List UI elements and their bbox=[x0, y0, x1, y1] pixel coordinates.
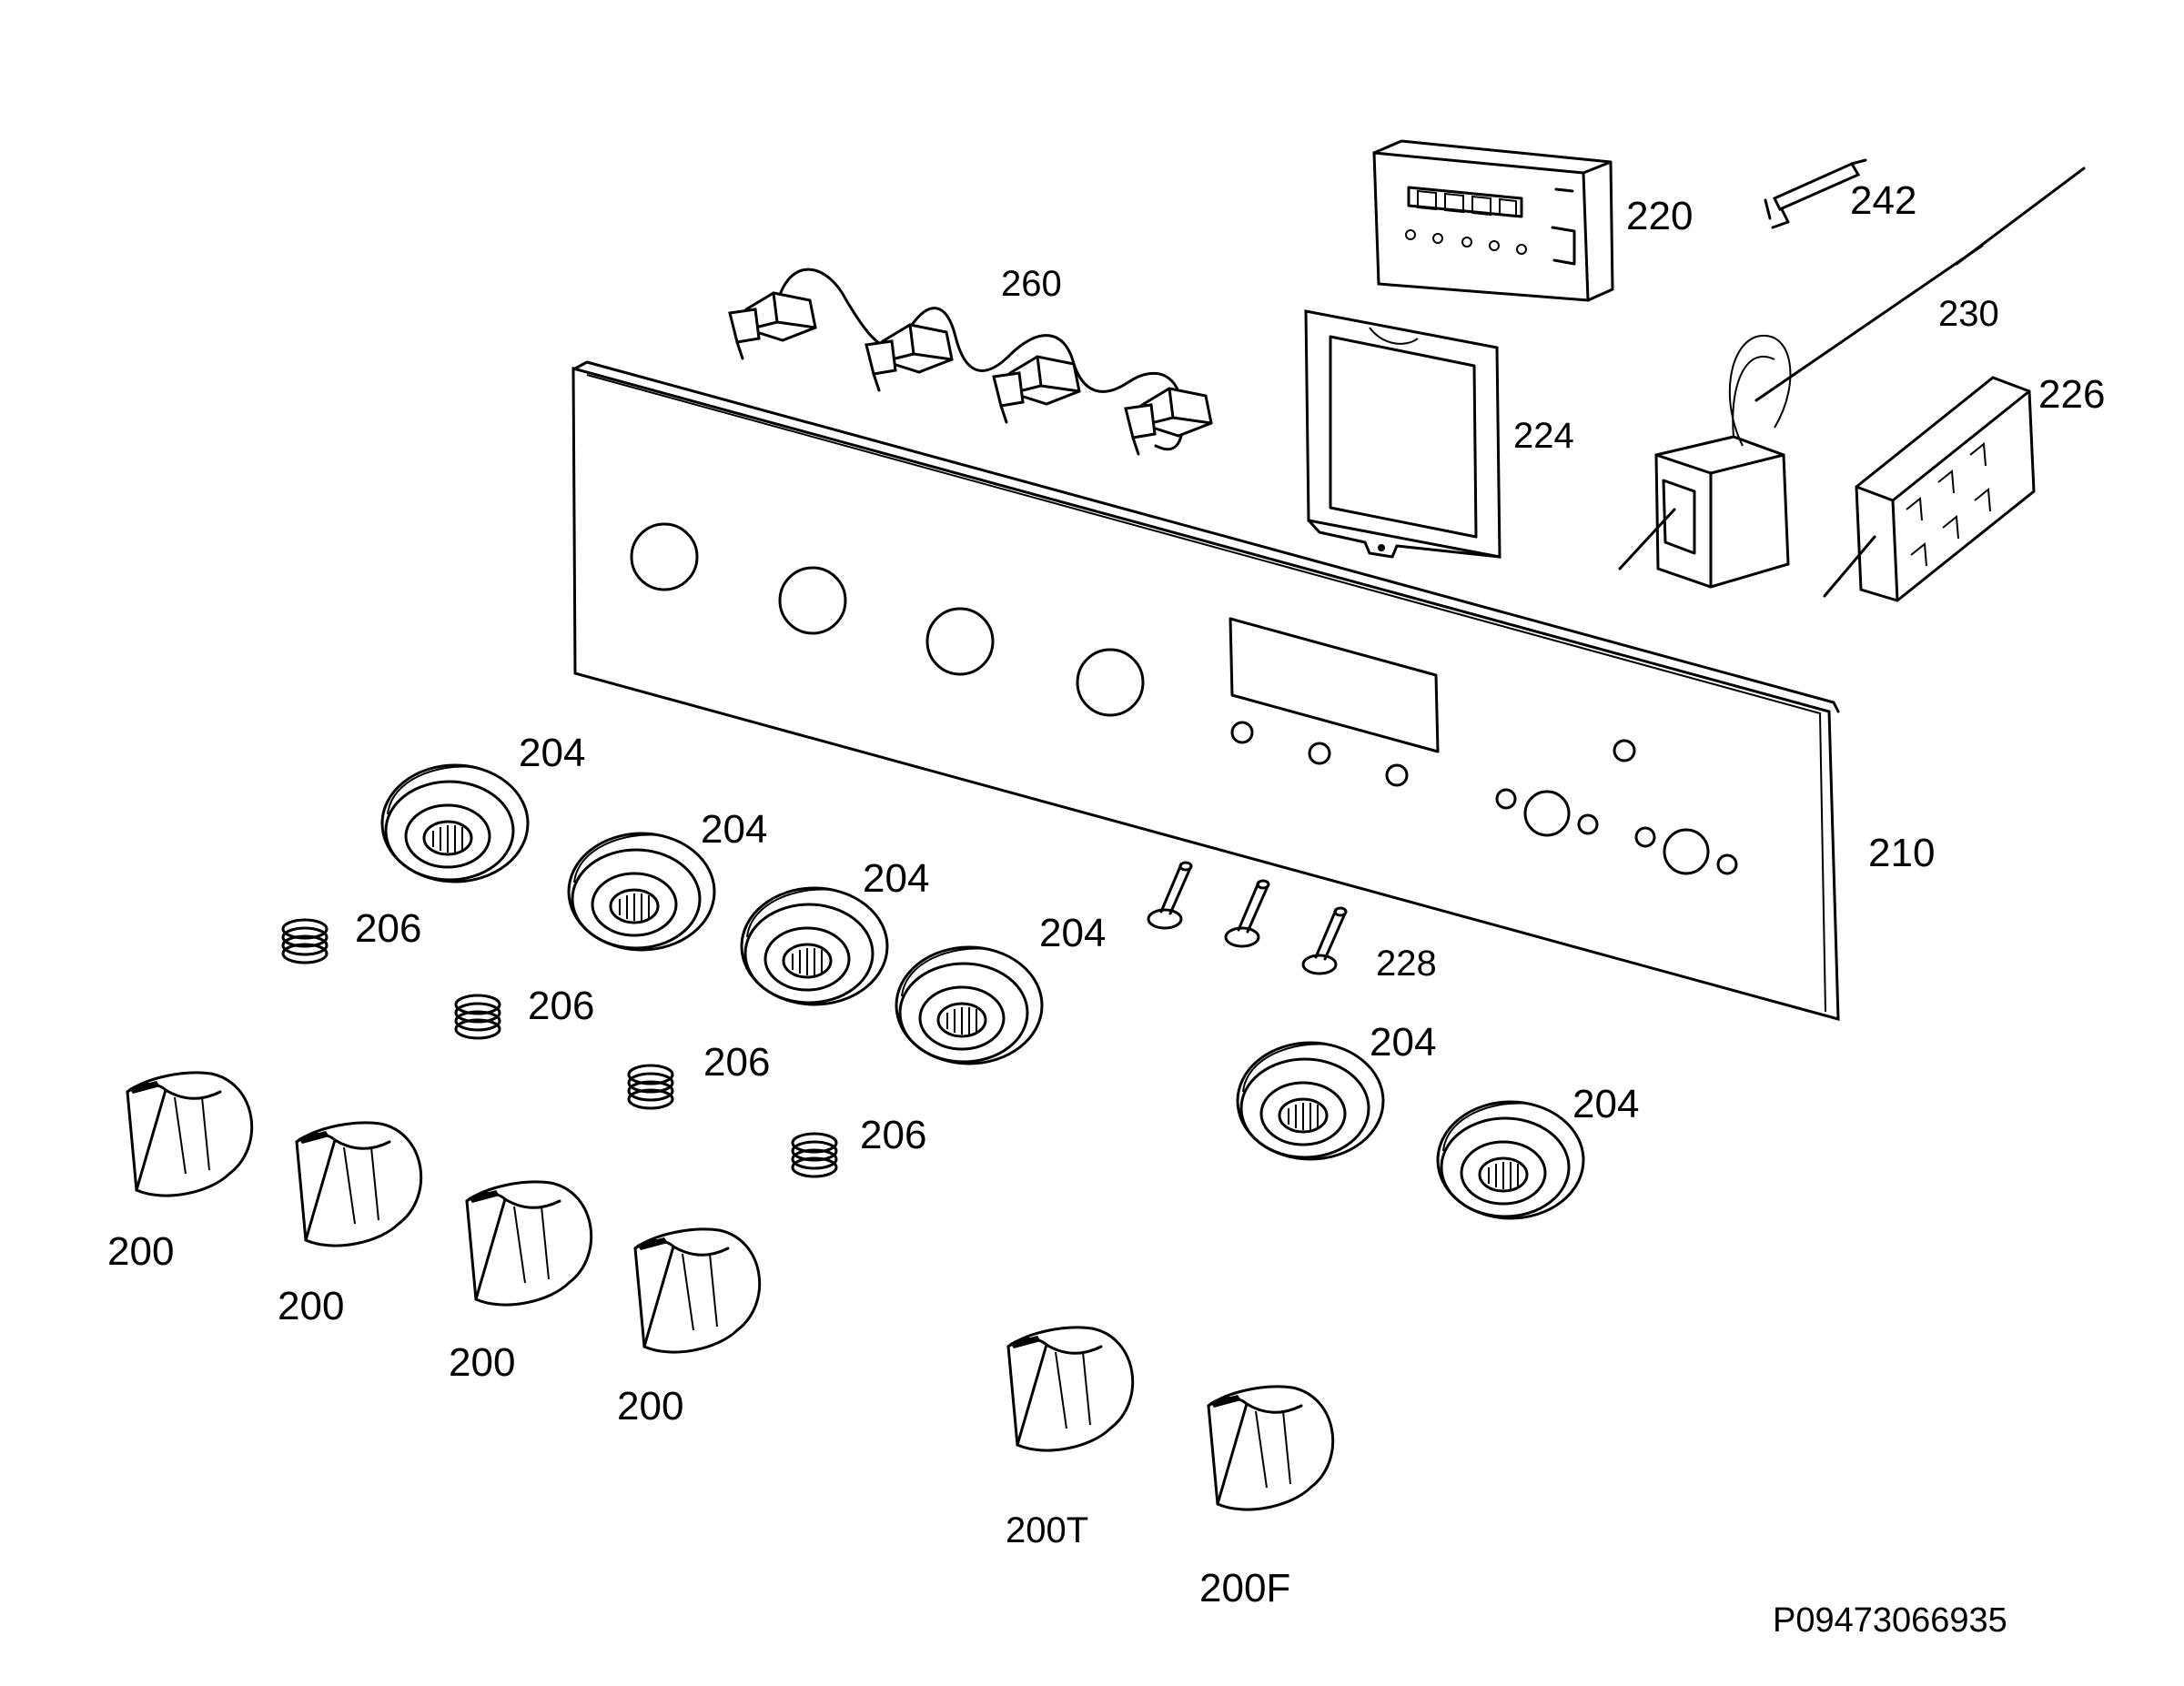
label-204-b: 204 bbox=[701, 807, 767, 852]
label-200t: 200T bbox=[1006, 1510, 1088, 1550]
label-200-b: 200 bbox=[278, 1284, 344, 1328]
label-230: 230 bbox=[1938, 294, 1999, 334]
timer-bracket bbox=[1304, 309, 1502, 559]
label-206-a: 206 bbox=[355, 906, 421, 951]
label-210: 210 bbox=[1868, 831, 1935, 875]
label-206-c: 206 bbox=[703, 1040, 770, 1085]
label-260: 260 bbox=[1001, 264, 1062, 304]
label-206-d: 206 bbox=[860, 1113, 926, 1157]
drawing-code: P09473066935 bbox=[1773, 1601, 2007, 1640]
label-200-d: 200 bbox=[617, 1384, 683, 1429]
label-228: 228 bbox=[1376, 944, 1437, 984]
label-200-a: 200 bbox=[107, 1229, 174, 1274]
label-226: 226 bbox=[2038, 372, 2105, 417]
label-204-d: 204 bbox=[1039, 911, 1106, 955]
label-204-e: 204 bbox=[1370, 1020, 1436, 1065]
indicator-lamp bbox=[1764, 158, 1867, 229]
ignition-switch-harness bbox=[728, 268, 1213, 456]
electronic-timer bbox=[1372, 139, 1614, 302]
label-206-b: 206 bbox=[528, 984, 594, 1028]
label-242: 242 bbox=[1850, 178, 1916, 223]
selector-switch bbox=[1823, 376, 2036, 602]
label-200-c: 200 bbox=[449, 1340, 515, 1385]
control-panel bbox=[571, 360, 1840, 1021]
label-200f: 200F bbox=[1199, 1566, 1290, 1610]
label-224: 224 bbox=[1513, 416, 1574, 456]
thermostat bbox=[1618, 167, 2086, 589]
spindle-extensions bbox=[1147, 861, 1348, 975]
label-220: 220 bbox=[1626, 194, 1693, 238]
label-204-a: 204 bbox=[519, 731, 585, 775]
label-204-c: 204 bbox=[863, 856, 929, 901]
label-204-f: 204 bbox=[1572, 1082, 1639, 1126]
